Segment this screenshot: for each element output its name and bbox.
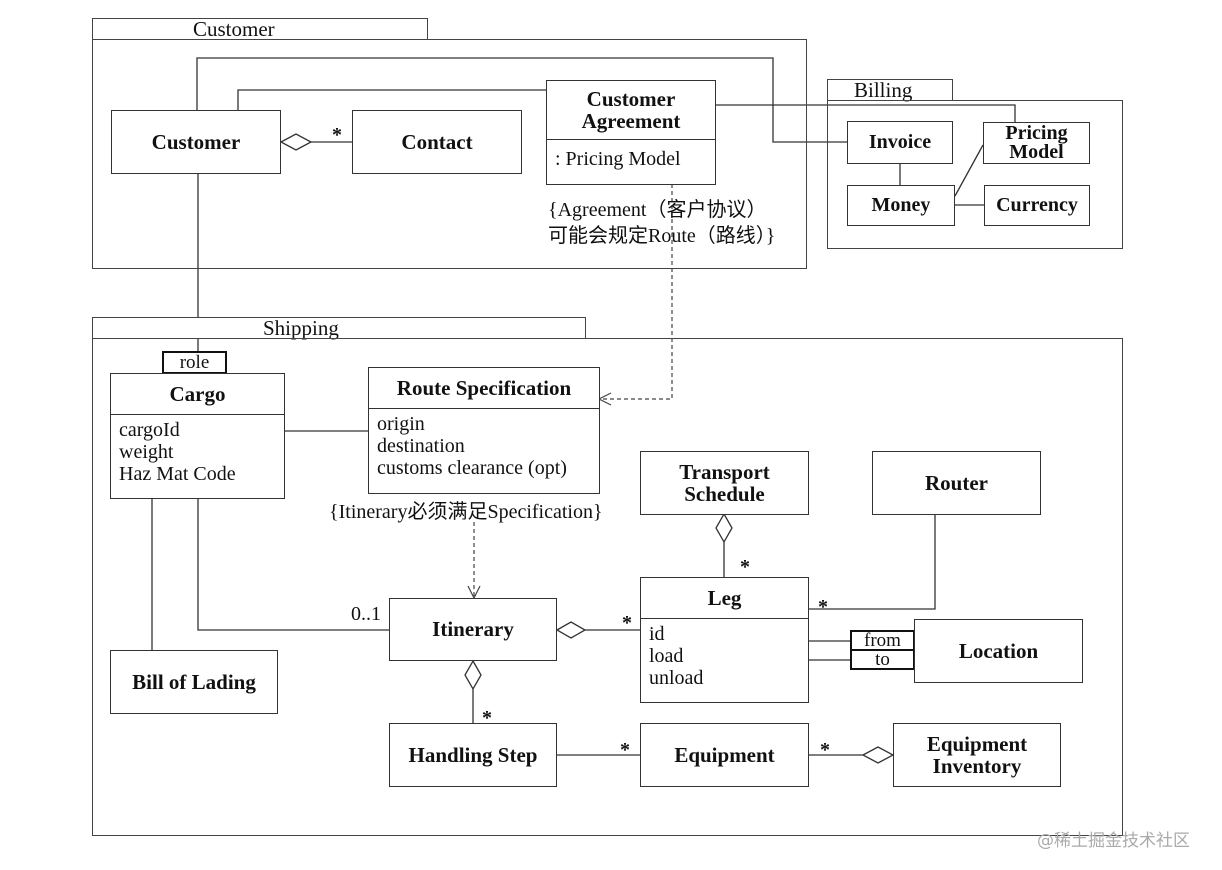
package-billing <box>827 100 1123 249</box>
class-transport-schedule[interactable]: Transport Schedule <box>640 451 809 515</box>
cargo-attr-hazmat: Haz Mat Code <box>119 463 236 485</box>
class-cargo[interactable]: Cargo cargoId weight Haz Mat Code <box>110 373 285 499</box>
multiplicity-itinerary-cargo: 0..1 <box>351 603 381 625</box>
class-money[interactable]: Money <box>847 185 955 226</box>
class-invoice-title: Invoice <box>868 131 932 153</box>
class-route-spec-title: Route Specification <box>396 376 572 400</box>
multiplicity-leg-schedule: * <box>740 556 750 578</box>
multiplicity-equipment-inventory: * <box>820 739 830 761</box>
leg-attr-id: id <box>649 623 665 645</box>
class-handling-step-title: Handling Step <box>408 742 538 767</box>
class-currency-title: Currency <box>996 194 1078 216</box>
route-spec-attr-customs: customs clearance (opt) <box>377 457 567 479</box>
class-location[interactable]: Location <box>914 619 1083 683</box>
qualifier-to-label: to <box>875 649 890 670</box>
cargo-attr-id: cargoId <box>119 419 180 441</box>
cargo-attr-weight: weight <box>119 441 174 463</box>
class-customer-agreement-title: Customer Agreement <box>581 87 681 133</box>
package-label-customer: Customer <box>193 17 275 41</box>
class-bill-of-lading-title: Bill of Lading <box>132 669 256 694</box>
class-equipment-inventory-title: Equipment Inventory <box>926 732 1028 778</box>
qualifier-role-label: role <box>179 352 210 373</box>
class-itinerary-title: Itinerary <box>432 617 514 641</box>
note-itinerary: {Itinerary必须满足Specification} <box>329 501 603 523</box>
class-invoice[interactable]: Invoice <box>847 121 953 164</box>
package-shipping <box>92 338 1123 836</box>
multiplicity-handling-step: * <box>482 707 492 729</box>
note-agreement-line1: {Agreement（客户协议） <box>548 199 767 221</box>
package-tab-shipping: Shipping <box>92 317 586 339</box>
package-label-billing: Billing <box>854 78 913 102</box>
package-tab-billing: Billing <box>827 79 953 101</box>
package-tab-customer: Customer <box>92 18 428 40</box>
class-itinerary[interactable]: Itinerary <box>389 598 557 661</box>
class-bill-of-lading[interactable]: Bill of Lading <box>110 650 278 714</box>
qualifier-role: role <box>162 351 227 374</box>
multiplicity-contact: * <box>332 124 342 146</box>
class-equipment-inventory[interactable]: Equipment Inventory <box>893 723 1061 787</box>
class-equipment-title: Equipment <box>674 742 775 767</box>
class-customer-title: Customer <box>151 129 241 154</box>
class-location-title: Location <box>958 638 1039 663</box>
multiplicity-leg-router: * <box>818 596 828 618</box>
class-contact-title: Contact <box>401 129 473 154</box>
qualifier-to: to <box>850 649 915 670</box>
class-customer-agreement-attr: : Pricing Model <box>547 139 715 174</box>
watermark: @稀土掘金技术社区 <box>1037 831 1190 851</box>
class-contact[interactable]: Contact <box>352 110 522 174</box>
package-label-shipping: Shipping <box>263 316 339 340</box>
class-currency[interactable]: Currency <box>984 185 1090 226</box>
multiplicity-leg-itinerary: * <box>622 612 632 634</box>
package-customer <box>92 39 807 269</box>
class-money-title: Money <box>871 194 931 216</box>
class-transport-schedule-title: Transport Schedule <box>679 460 770 506</box>
class-leg-title: Leg <box>707 586 742 610</box>
note-agreement-line2: 可能会规定Route（路线）} <box>548 225 776 247</box>
route-spec-attr-origin: origin <box>377 413 425 435</box>
qualifier-from: from <box>850 630 915 651</box>
class-equipment[interactable]: Equipment <box>640 723 809 787</box>
class-customer-agreement[interactable]: Customer Agreement : Pricing Model <box>546 80 716 185</box>
class-pricing-model-title: Pricing Model <box>1005 122 1068 163</box>
class-cargo-title: Cargo <box>169 382 226 406</box>
class-customer[interactable]: Customer <box>111 110 281 174</box>
class-route-specification[interactable]: Route Specification origin destination c… <box>368 367 600 494</box>
leg-attr-load: load <box>649 645 684 667</box>
class-router[interactable]: Router <box>872 451 1041 515</box>
leg-attr-unload: unload <box>649 667 704 689</box>
class-pricing-model[interactable]: Pricing Model <box>983 122 1090 164</box>
route-spec-attr-destination: destination <box>377 435 465 457</box>
class-router-title: Router <box>925 470 988 495</box>
class-handling-step[interactable]: Handling Step <box>389 723 557 787</box>
note-agreement: {Agreement（客户协议） 可能会规定Route（路线）} <box>548 197 775 249</box>
qualifier-from-label: from <box>864 630 901 651</box>
multiplicity-equipment-step: * <box>620 739 630 761</box>
class-leg[interactable]: Leg id load unload <box>640 577 809 703</box>
